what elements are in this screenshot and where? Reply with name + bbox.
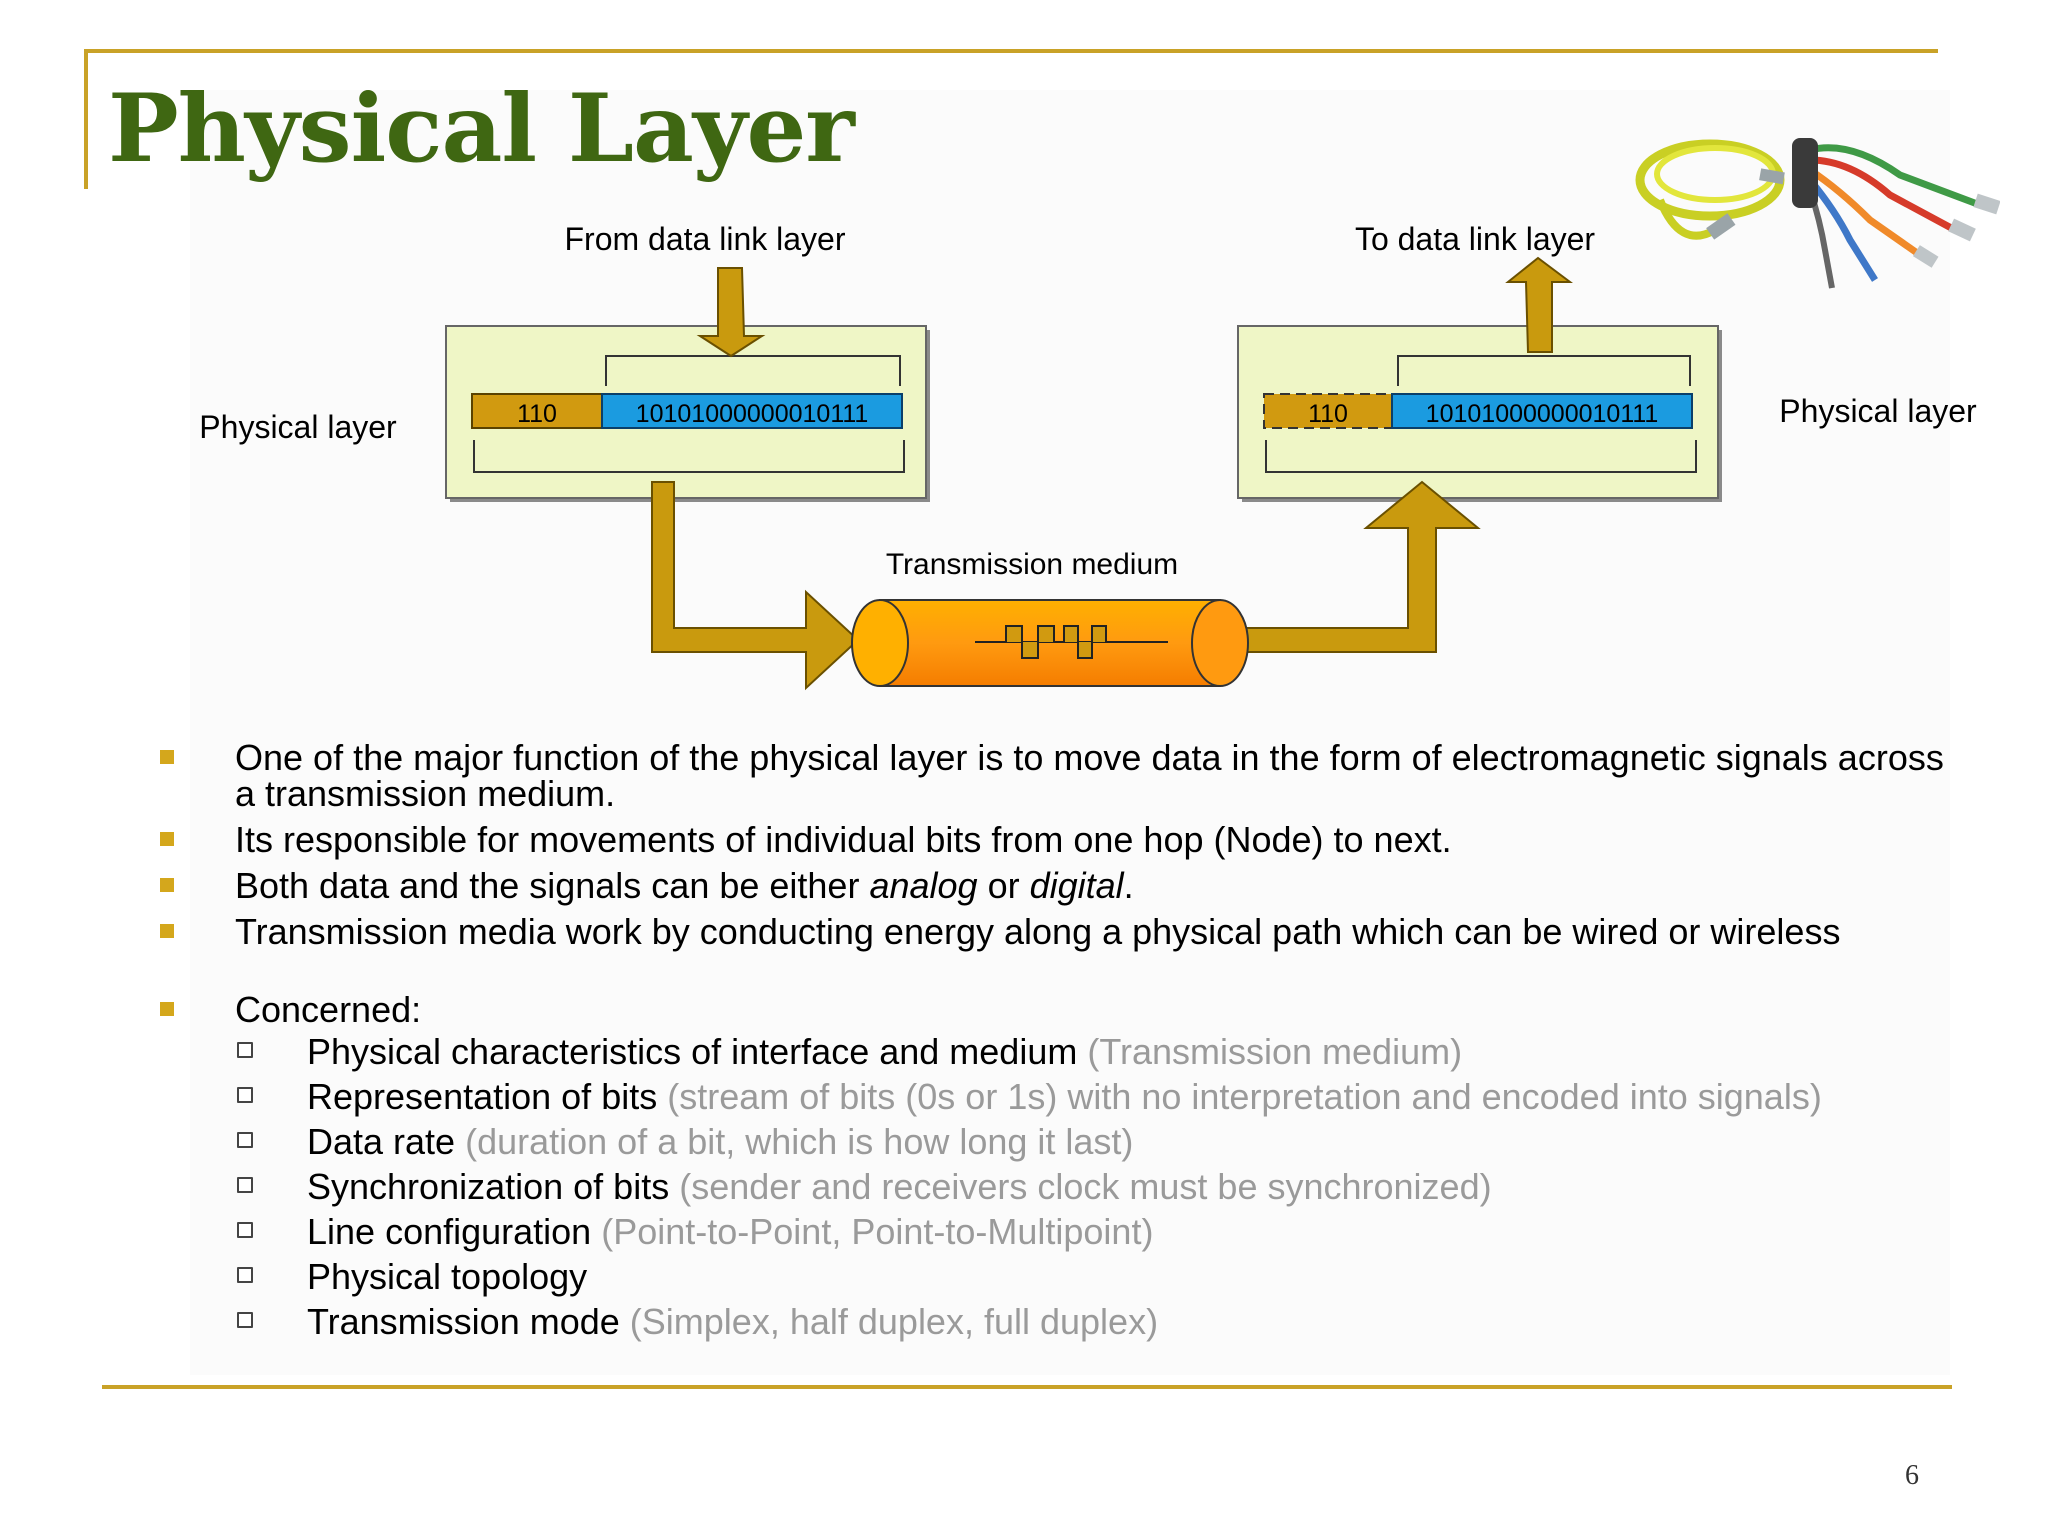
bullet-list: One of the major function of the physica… [150, 740, 1950, 1349]
concern-main: Transmission mode [307, 1301, 620, 1342]
bullet-text-mid: or [977, 865, 1030, 906]
to-data-link-label: To data link layer [1355, 221, 1595, 257]
bullet-square-icon [160, 832, 174, 846]
concern-note: (Simplex, half duplex, full duplex) [629, 1301, 1159, 1342]
receiver-physical-layer-box: 110 10101000000010111 [1237, 325, 1722, 502]
concern-note: (duration of a bit, which is how long it… [465, 1121, 1134, 1162]
page-number: 6 [1905, 1460, 1919, 1491]
left-physical-layer-label: Physical layer [199, 409, 397, 445]
sub-bullet-square-icon [237, 1177, 253, 1193]
concern-main: Physical characteristics of interface an… [307, 1031, 1078, 1072]
bullet-item-concerned: Concerned: Physical characteristics of i… [150, 992, 1950, 1340]
analog-term: analog [869, 865, 978, 906]
up-arrow [1505, 256, 1573, 353]
concern-note: (stream of bits (0s or 1s) with no inter… [667, 1076, 1822, 1117]
right-data-bits: 10101000000010111 [1426, 400, 1659, 428]
concern-main: Data rate [307, 1121, 456, 1162]
bullet-text: Concerned: [235, 989, 422, 1030]
concern-note: (Point-to-Point, Point-to-Multipoint) [601, 1211, 1154, 1252]
from-data-link-label: From data link layer [565, 221, 846, 257]
concern-note: (sender and receivers clock must be sync… [679, 1166, 1492, 1207]
bullet-item: Both data and the signals can be either … [150, 868, 1950, 904]
bullet-square-icon [160, 924, 174, 938]
bullet-text-post: . [1123, 865, 1134, 906]
send-arrow [651, 481, 860, 691]
bullet-square-icon [160, 1002, 174, 1016]
concerns-list: Physical characteristics of interface an… [235, 1034, 1950, 1340]
bullet-square-icon [160, 878, 174, 892]
sub-bullet-square-icon [237, 1132, 253, 1148]
bullet-item: Transmission media work by conducting en… [150, 914, 1950, 950]
concern-item: Transmission mode (Simplex, half duplex,… [235, 1304, 1950, 1340]
left-header-bits: 110 [517, 400, 557, 428]
concern-item: Synchronization of bits (sender and rece… [235, 1169, 1950, 1205]
bullet-text: Its responsible for movements of individ… [235, 819, 1452, 860]
sub-bullet-square-icon [237, 1267, 253, 1283]
transmission-medium-label: Transmission medium [886, 548, 1178, 581]
bullet-text: One of the major function of the physica… [235, 737, 1944, 814]
network-cables-icon [1635, 138, 2000, 289]
left-rule [84, 49, 88, 189]
transmission-cylinder [851, 599, 1249, 687]
concern-item: Data rate (duration of a bit, which is h… [235, 1124, 1950, 1160]
concern-item: Line configuration (Point-to-Point, Poin… [235, 1214, 1950, 1250]
bullet-item: One of the major function of the physica… [150, 740, 1950, 812]
sub-bullet-square-icon [237, 1312, 253, 1328]
bullet-item: Its responsible for movements of individ… [150, 822, 1950, 858]
concern-item: Representation of bits (stream of bits (… [235, 1079, 1950, 1115]
physical-layer-diagram: From data link layer To data link layer … [199, 221, 1977, 691]
concern-main: Representation of bits [307, 1076, 658, 1117]
concern-note: (Transmission medium) [1087, 1031, 1463, 1072]
bullet-text-pre: Both data and the signals can be either [235, 865, 870, 906]
right-header-bits: 110 [1308, 400, 1348, 428]
sub-bullet-square-icon [237, 1087, 253, 1103]
right-physical-layer-label: Physical layer [1779, 393, 1977, 429]
sender-physical-layer-box: 110 10101000000010111 [445, 325, 930, 502]
concern-main: Synchronization of bits [307, 1166, 670, 1207]
concern-main: Line configuration [307, 1211, 592, 1252]
top-rule [84, 49, 1938, 53]
concern-item: Physical characteristics of interface an… [235, 1034, 1950, 1070]
down-arrow [696, 267, 766, 358]
concern-main: Physical topology [307, 1256, 588, 1297]
sub-bullet-square-icon [237, 1222, 253, 1238]
sub-bullet-square-icon [237, 1042, 253, 1058]
bullet-square-icon [160, 750, 174, 764]
receive-arrow [1235, 480, 1481, 653]
bullet-text: Transmission media work by conducting en… [235, 911, 1841, 952]
concern-item: Physical topology [235, 1259, 1950, 1295]
left-data-bits: 10101000000010111 [636, 400, 869, 428]
slide-title: Physical Layer [108, 74, 855, 184]
digital-term: digital [1029, 865, 1124, 906]
bottom-rule [102, 1385, 1952, 1389]
content-background [190, 90, 1950, 1375]
